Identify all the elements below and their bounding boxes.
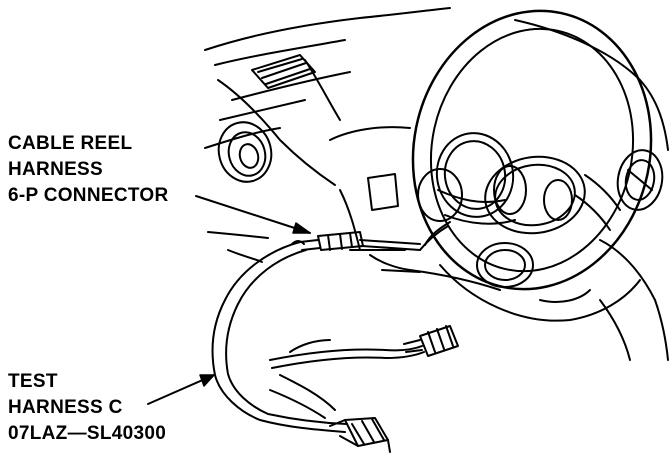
cable-reel-connector	[291, 231, 364, 251]
test-connector-upper	[403, 325, 459, 357]
gauge-cluster	[329, 126, 515, 222]
test-connector-lower	[329, 417, 391, 453]
lower-dash	[369, 254, 631, 361]
cable-reel-label-line-3: 6-P CONNECTOR	[8, 185, 169, 206]
test-harness-label-line-2: HARNESS C	[8, 397, 123, 418]
leader-arrow-test-harness	[147, 374, 215, 405]
test-harness-label: TEST HARNESS C 07LAZ—SL40300	[8, 369, 166, 447]
test-harness-label-line-1: TEST	[8, 371, 58, 392]
column-wiring	[359, 221, 451, 251]
center-vent	[251, 54, 316, 89]
test-harness-label-line-3: 07LAZ—SL40300	[8, 423, 167, 444]
cable-reel-connector-label: CABLE REEL HARNESS 6-P CONNECTOR	[8, 131, 169, 209]
leader-arrow-cable-reel	[195, 195, 311, 234]
test-harness-cable	[211, 241, 425, 433]
right-vent	[616, 149, 664, 211]
left-vent	[217, 121, 273, 183]
cable-reel-label-line-1: CABLE REEL	[8, 133, 133, 154]
steering-wheel	[411, 9, 653, 322]
cable-reel-label-line-2: HARNESS	[8, 159, 104, 180]
dashboard-outline	[204, 7, 669, 361]
